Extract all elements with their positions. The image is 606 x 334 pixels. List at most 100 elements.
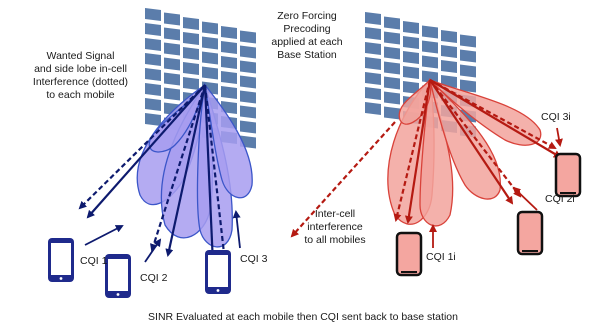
antenna-element [384, 91, 400, 105]
blue-arrow-solid-3 [203, 84, 217, 266]
antenna-element [202, 51, 218, 65]
antenna-element [145, 113, 161, 126]
antenna-element [202, 21, 218, 35]
cqi1-feedback-arrow [84, 225, 124, 246]
blue-arrow-dotted-2 [150, 84, 207, 252]
inter-cell-line-1: Inter-cell [314, 208, 356, 220]
antenna-element [403, 21, 419, 34]
cqi1i-label: CQI 1i [426, 251, 456, 263]
phone-icon [205, 250, 231, 294]
antenna-element [145, 38, 161, 51]
antenna-element [422, 40, 438, 54]
antenna-element [403, 36, 419, 49]
cqi1-label: CQI 1 [80, 255, 108, 267]
antenna-element [240, 30, 256, 44]
antenna-element [221, 86, 237, 99]
antenna-element [164, 12, 180, 26]
antenna-element [384, 46, 400, 60]
red-arrow-dotted-1 [393, 79, 432, 222]
antenna-element [145, 23, 161, 36]
antenna-element [164, 42, 180, 56]
antenna-element [202, 36, 218, 50]
antenna-element [365, 102, 381, 115]
antenna-element [384, 76, 400, 90]
cqi2i-feedback-arrow [512, 186, 538, 211]
wanted-signal-line-2: and side lobe in-cell [34, 63, 127, 75]
antenna-element [441, 45, 457, 58]
cqi2-label: CQI 2 [140, 272, 168, 284]
antenna-element [183, 62, 199, 75]
blue-arrow-dotted-1 [78, 84, 206, 210]
antenna-element [403, 51, 419, 64]
blue-arrow-dotted-3 [203, 84, 229, 264]
cqi2i-label: CQI 2i [545, 193, 575, 205]
wanted-signal-line-1: Wanted Signal [46, 50, 115, 62]
cqi3-feedback-arrow [232, 210, 241, 249]
cqi3i-label: CQI 3i [541, 111, 571, 123]
antenna-element [145, 68, 161, 81]
blue-signal-arrows [78, 84, 229, 266]
antenna-element [145, 98, 161, 111]
antenna-element [240, 90, 256, 104]
antenna-element [240, 75, 256, 89]
caption: SINR Evaluated at each mobile then CQI s… [148, 311, 458, 323]
antenna-element [183, 47, 199, 60]
phone-icon [48, 238, 74, 282]
antenna-element [365, 12, 381, 25]
red-cqi-arrows [429, 127, 563, 248]
antenna-element [365, 87, 381, 100]
antenna-element [460, 79, 476, 93]
antenna-element [145, 8, 161, 21]
antenna-element [183, 17, 199, 30]
blue-lobe-4 [203, 82, 253, 199]
blue-cqi-arrows [84, 210, 241, 263]
wanted-signal-label: Wanted Signal and side lobe in-cell Inte… [8, 50, 153, 102]
antenna-element [240, 120, 256, 134]
antenna-element [460, 49, 476, 63]
inter-cell-line-2: interference [307, 221, 363, 233]
red-lobe-3 [428, 77, 501, 200]
cqi3i-feedback-arrow [555, 127, 563, 147]
antenna-element [441, 60, 457, 73]
antenna-element [221, 41, 237, 54]
antenna-element [164, 57, 180, 71]
red-arrow-solid-2 [429, 79, 514, 205]
antenna-element [403, 66, 419, 79]
antenna-element [403, 81, 419, 94]
antenna-element [422, 70, 438, 84]
antenna-element [221, 71, 237, 84]
antenna-element [221, 56, 237, 69]
antenna-element [460, 34, 476, 48]
antenna-element [164, 72, 180, 86]
inter-cell-line-3: to all mobiles [304, 234, 366, 246]
antenna-element [384, 106, 400, 120]
red-arrow-solid-1 [404, 79, 432, 224]
zero-forcing-line-1: Zero Forcing [277, 10, 337, 22]
wanted-signal-line-4: to each mobile [46, 89, 115, 101]
phones [48, 152, 582, 298]
antenna-element [365, 57, 381, 70]
zero-forcing-line-4: Base Station [277, 49, 337, 61]
antenna-element [202, 66, 218, 80]
antenna-element [145, 53, 161, 66]
cqi2-feedback-arrow [144, 238, 162, 263]
antenna-element [384, 31, 400, 45]
antenna-element [365, 72, 381, 85]
antenna-element [145, 83, 161, 96]
zero-forcing-line-3: applied at each [271, 36, 343, 48]
antenna-element [365, 27, 381, 40]
phone-icon [395, 231, 423, 277]
antenna-element [240, 105, 256, 119]
blue-arrow-solid-1 [86, 84, 206, 219]
red-signal-arrows [290, 79, 562, 238]
antenna-element [164, 27, 180, 41]
antenna-element [240, 60, 256, 74]
antenna-element [365, 42, 381, 55]
antenna-element [441, 30, 457, 43]
zero-forcing-label: Zero Forcing Precoding applied at each B… [252, 10, 362, 62]
cqi3-label: CQI 3 [240, 253, 268, 265]
antenna-element [183, 32, 199, 45]
antenna-element [384, 61, 400, 75]
phone-icon [105, 254, 131, 298]
